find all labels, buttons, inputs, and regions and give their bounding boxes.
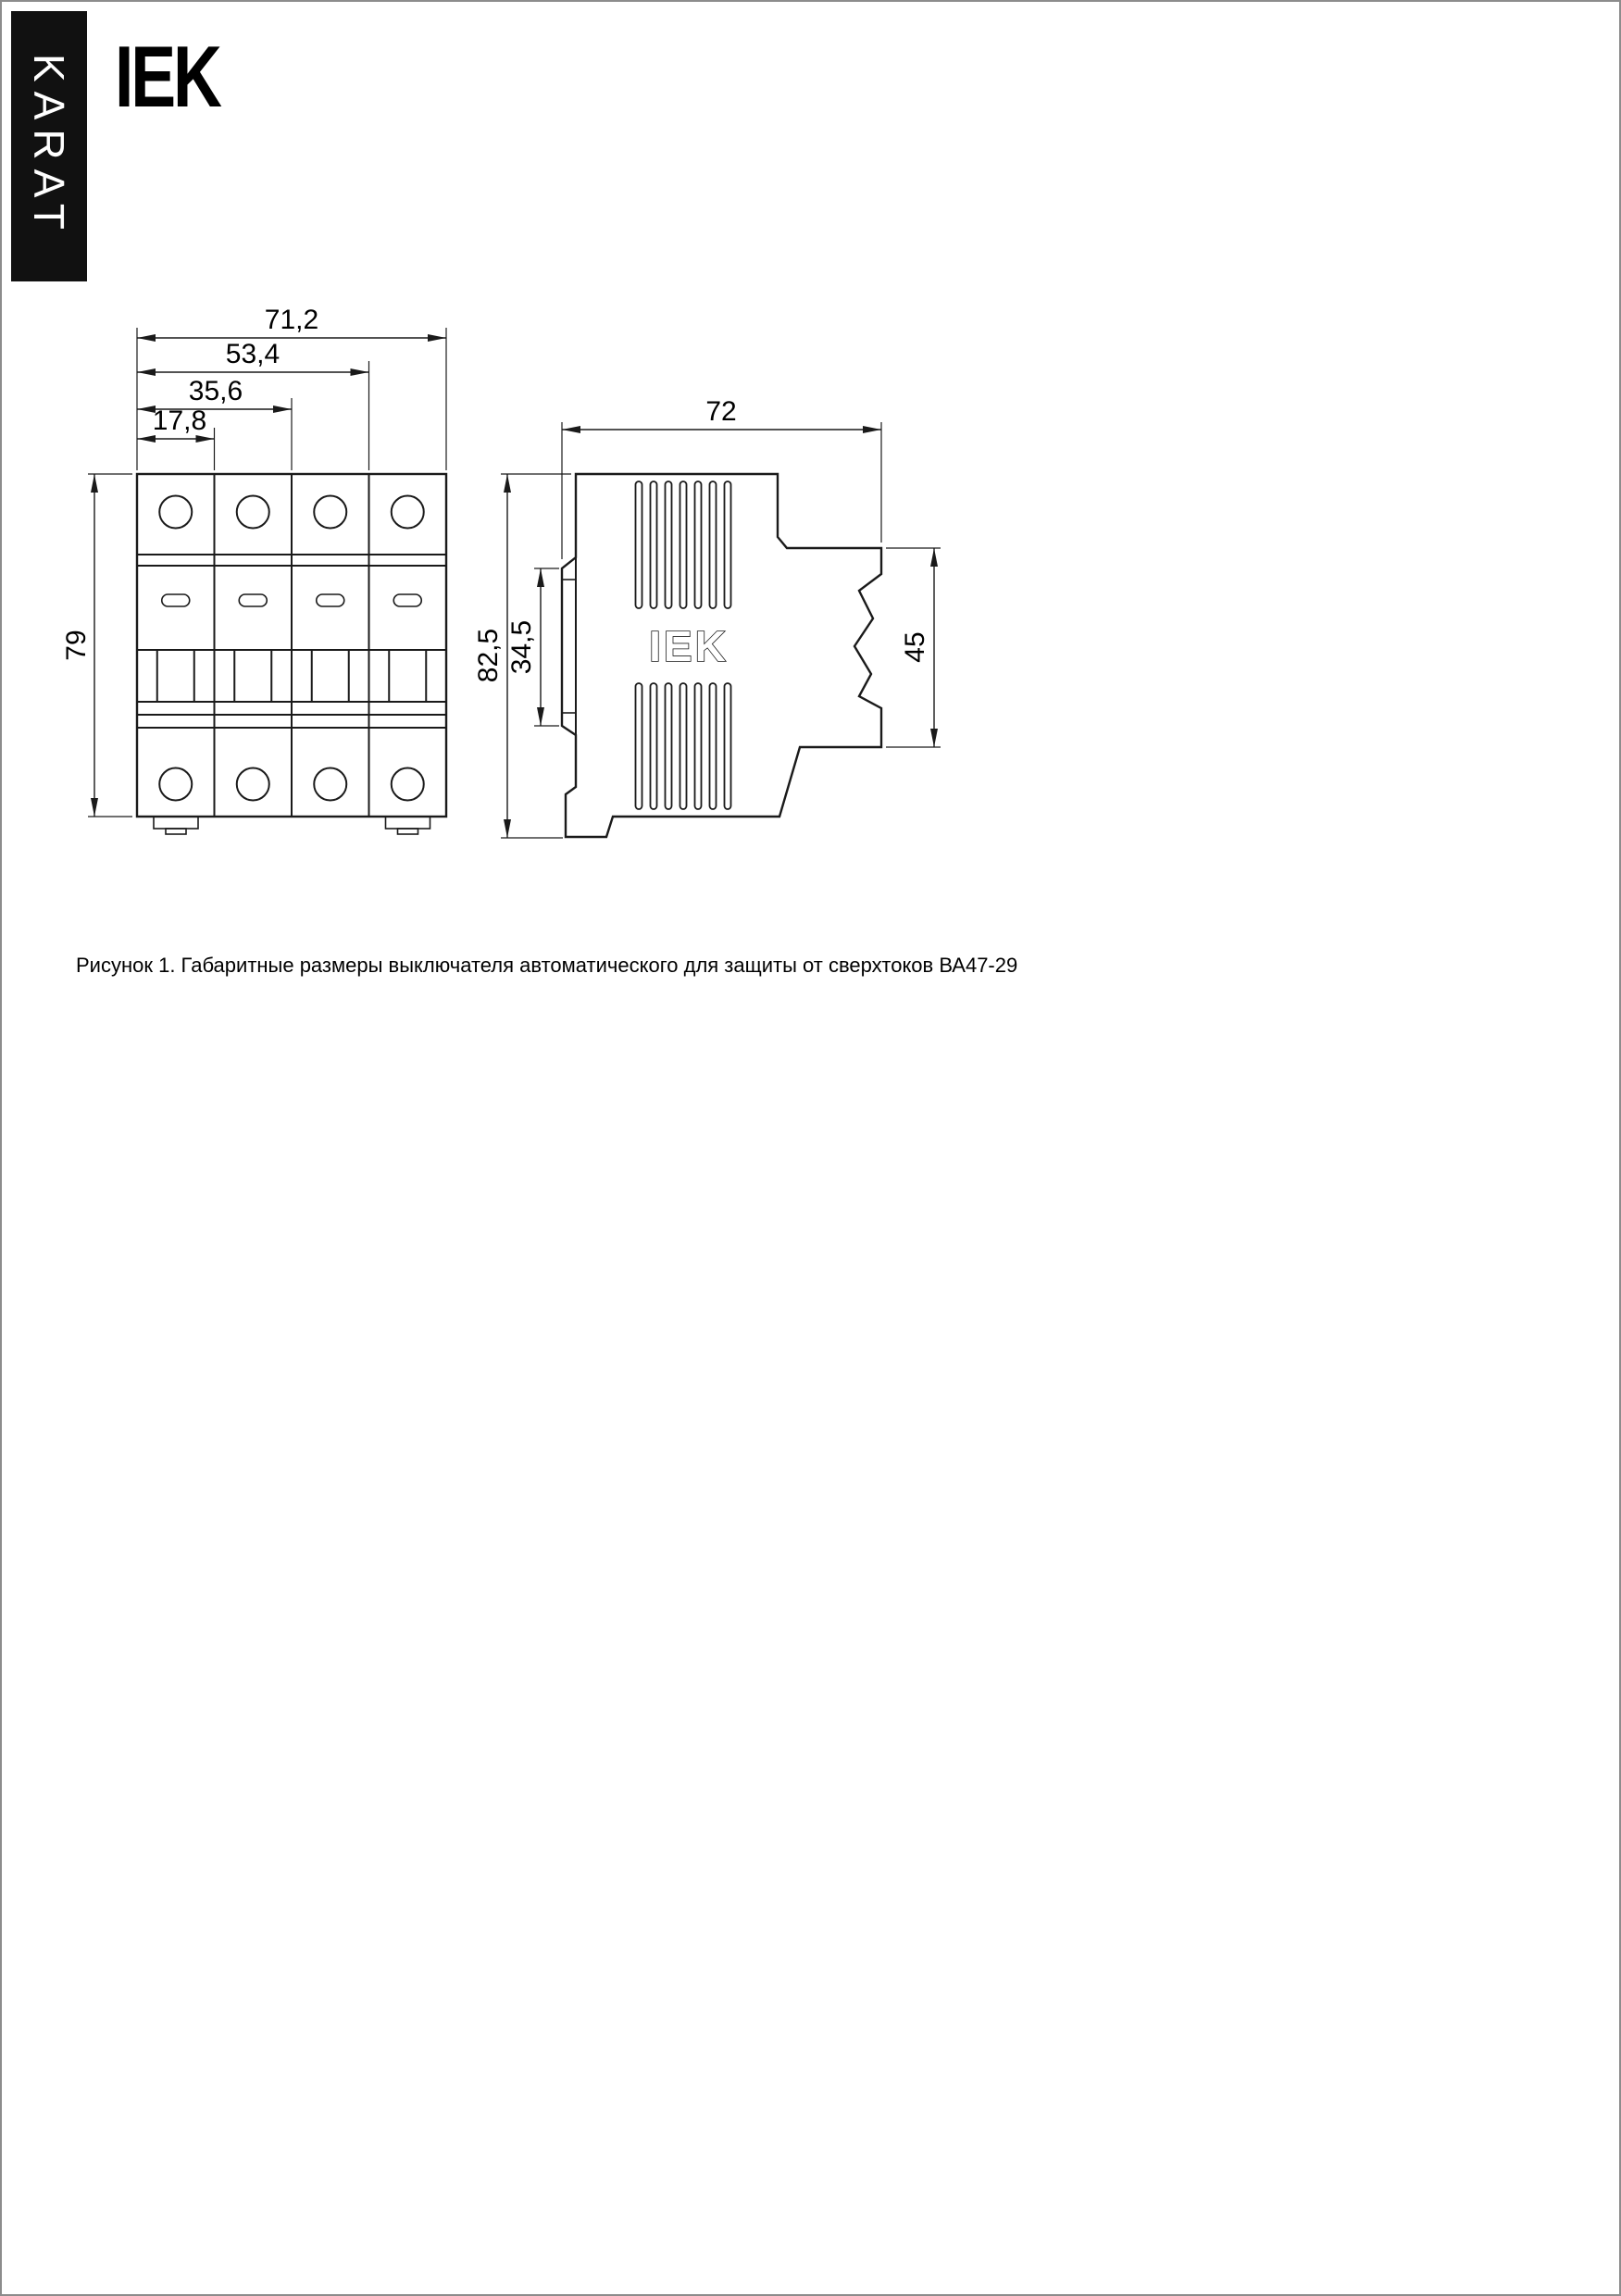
figure-caption: Рисунок 1. Габаритные размеры выключател…	[76, 954, 1018, 977]
dim-side-face-height: 45	[900, 631, 930, 662]
dim-front-three-pole: 53,4	[226, 339, 280, 369]
front-label-windows	[160, 593, 423, 607]
front-terminal-screws-top	[158, 494, 425, 530]
dim-side-rail-zone: 34,5	[506, 620, 537, 674]
front-view	[135, 472, 448, 835]
karat-banner: KARAT	[11, 11, 87, 281]
dim-front-one-pole: 17,8	[153, 406, 206, 436]
front-terminal-screws-bottom	[158, 767, 425, 802]
vent-slots-top	[634, 480, 732, 609]
dim-front-two-pole: 35,6	[189, 376, 243, 406]
karat-banner-label: KARAT	[25, 54, 73, 239]
side-dimensions: 72 82,5 34,5 45	[473, 396, 941, 839]
vent-slots-bottom	[634, 682, 732, 810]
front-din-clips	[153, 816, 431, 835]
dim-side-depth: 72	[705, 396, 736, 427]
dimension-drawing: 71,2 53,4 35,6 17,8 79	[61, 307, 941, 839]
dim-front-height: 79	[61, 630, 92, 660]
front-dimensions: 71,2 53,4 35,6 17,8 79	[61, 307, 447, 817]
side-view: IEK	[560, 472, 883, 839]
side-iek-logo: IEK	[649, 622, 729, 670]
dim-front-total-width: 71,2	[265, 307, 318, 335]
iek-logo: IEK	[115, 28, 222, 125]
dim-side-total-height: 82,5	[473, 629, 504, 682]
